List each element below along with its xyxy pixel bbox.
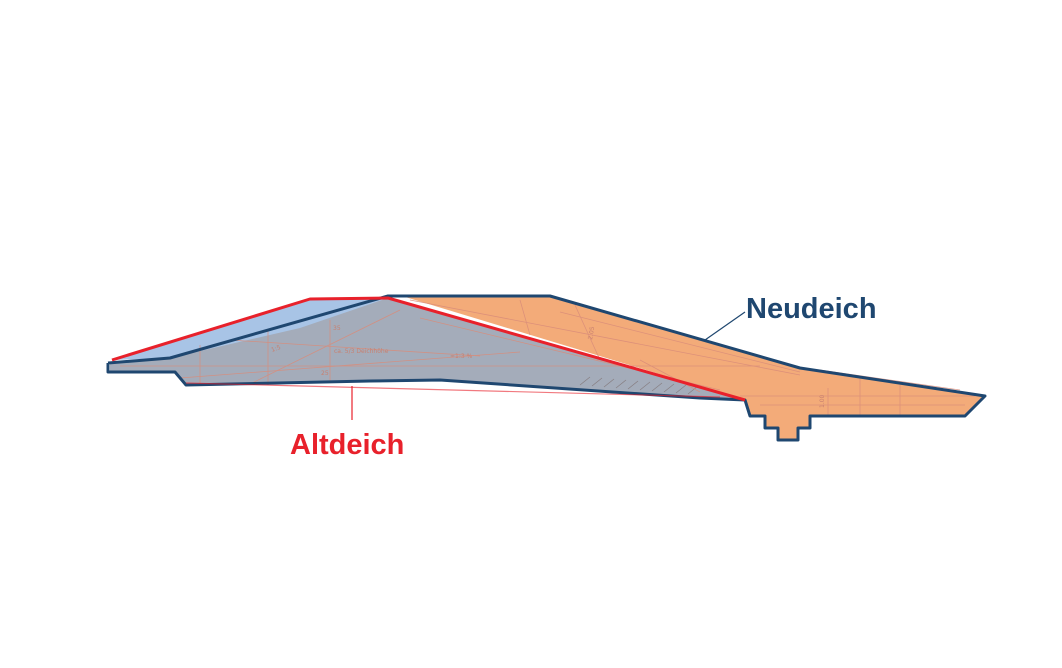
- drawing-annotations: ca. 5/3 Deichhöhe ≈1:3 % 2.05 1.00 1:5 2…: [270, 325, 826, 408]
- mark-one: 25: [321, 370, 329, 377]
- dimension-b: 1.00: [819, 394, 826, 408]
- water-side-wedge: [112, 298, 388, 360]
- dimension-a: 2.05: [587, 326, 596, 341]
- new-dike-leader: [704, 311, 746, 341]
- old-dike-base: [185, 382, 721, 398]
- old-dike-label: Altdeich: [290, 429, 404, 461]
- old-dike-outline: [111, 296, 746, 402]
- new-dike-body: [402, 296, 985, 440]
- new-dike-outline: [106, 294, 987, 442]
- mark-two: 35: [333, 325, 341, 332]
- slope-note: ≈1:3 %: [450, 353, 473, 360]
- new-dike-label: Neudeich: [746, 293, 877, 325]
- height-note: ca. 5/3 Deichhöhe: [334, 348, 389, 355]
- construction-lines: [120, 299, 975, 416]
- slope-left: 1:5: [270, 344, 282, 354]
